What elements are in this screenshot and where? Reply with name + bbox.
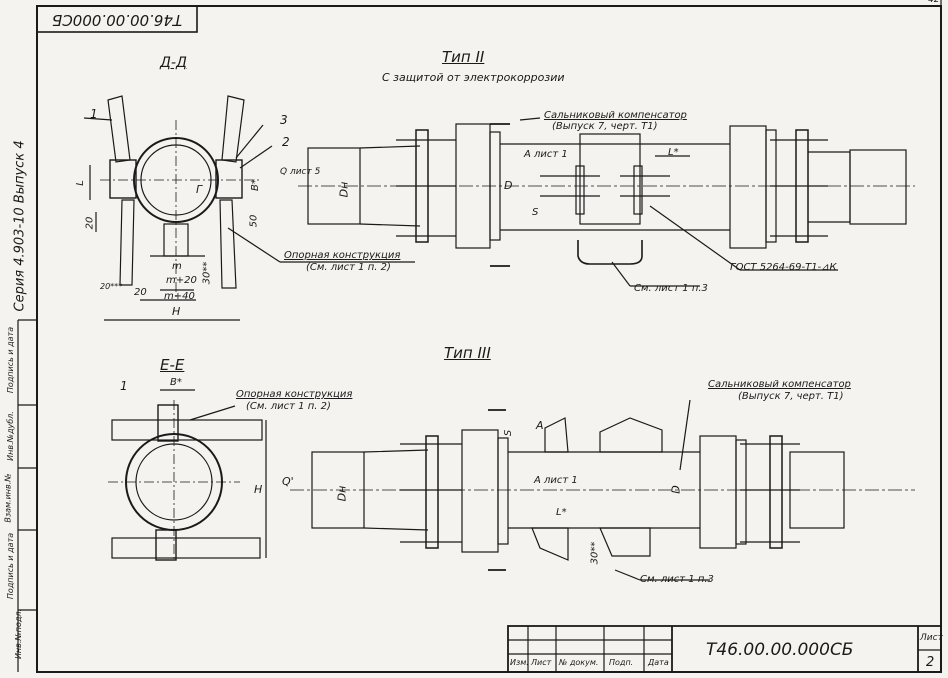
- type-ii-title: Тип II: [442, 48, 485, 66]
- dim-m-40: m+40: [164, 291, 195, 302]
- corner-code: Т46.00.00.000СБ: [52, 11, 183, 29]
- type-iii-title: Тип III: [444, 344, 491, 362]
- gost-label: ГОСТ 5264-69-Т1-⊿К: [730, 262, 837, 273]
- support-ref-top: (См. лист 1 п. 2): [306, 262, 391, 273]
- col-doc: № докум.: [559, 658, 599, 667]
- compensator-ref-bottom: (Выпуск 7, черт. Т1): [738, 391, 844, 402]
- col-date: Дата: [648, 658, 669, 667]
- dim-30-bottom: 30**: [589, 541, 601, 565]
- col-list: Лист: [531, 658, 552, 667]
- page-corner-number: 42: [928, 0, 940, 5]
- compensator-ref-top: (Выпуск 7, черт. Т1): [552, 121, 658, 132]
- support-label-bottom: Опорная конструкция: [236, 389, 353, 400]
- dim-s-top: S: [532, 207, 539, 218]
- sheet-ref-top: См. лист 1 п.3: [634, 283, 708, 294]
- series-label: Серия 4.903-10 Выпуск 4: [12, 140, 28, 312]
- section-dd-label: Д-Д: [160, 55, 187, 71]
- dim-h-top: H: [172, 305, 181, 318]
- side-stamp-5: Подпись и дата: [6, 326, 16, 394]
- drawing-frame: [36, 5, 942, 673]
- callout-1-top: 1: [90, 107, 98, 121]
- callout-q-bottom: Q': [282, 475, 294, 488]
- sheet-number: 2: [926, 655, 935, 670]
- section-ee-label: Е-Е: [160, 356, 185, 374]
- dim-20star-top: 20***: [100, 282, 123, 291]
- compensator-label-top: Сальниковый компенсатор: [544, 110, 687, 121]
- callout-3-top: 3: [280, 113, 288, 127]
- dim-d-bottom: D: [669, 485, 683, 494]
- callout-a-bottom: A: [536, 419, 544, 432]
- dim-b-top: B*: [249, 179, 261, 191]
- callout-1-bottom: 1: [120, 379, 128, 393]
- col-izm: Изм.: [510, 658, 529, 667]
- callout-2-top: 2: [282, 135, 290, 149]
- dim-m-20: m+20: [166, 275, 197, 286]
- section-dd-view: [83, 95, 415, 321]
- a-sheet-top: А лист 1: [524, 149, 568, 160]
- support-ref-bottom: (См. лист 1 п. 2): [246, 401, 331, 412]
- support-label-top: Опорная конструкция: [284, 250, 401, 261]
- corner-code-box: [36, 5, 198, 33]
- col-sign: Подп.: [609, 658, 634, 667]
- dim-30-top: 30**: [201, 261, 213, 285]
- dim-dn-top: Dн: [337, 181, 351, 198]
- section-ee-view: [108, 389, 267, 561]
- dim-20-vert: 20: [84, 216, 96, 230]
- dim-50: 50: [248, 214, 260, 228]
- type-ii-subtitle: С защитой от электрокоррозии: [382, 71, 565, 84]
- a-sheet-bottom: А лист 1: [534, 475, 578, 486]
- dim-m: m: [172, 261, 182, 272]
- title-block-designation: Т46.00.00.000СБ: [706, 640, 854, 660]
- side-stamp-1: Инв.№подл.: [14, 608, 24, 660]
- type-iii-assembly: [290, 399, 915, 581]
- title-block: [507, 625, 942, 673]
- callout-g-top: Г: [196, 183, 203, 196]
- side-stamp-3: Взам.инв.№: [3, 473, 13, 523]
- side-stamp-4: Инв.№дубл.: [5, 411, 15, 461]
- side-stamp-2: Подпись и дата: [6, 532, 16, 600]
- sheet-label: Лист: [920, 633, 943, 643]
- sheet-ref-bottom: См. лист 1 п.3: [640, 574, 714, 585]
- dim-l-top: L: [74, 180, 86, 186]
- dim-dn-bottom: Dн: [335, 485, 349, 502]
- dim-lstar-top: L*: [668, 147, 679, 158]
- q-sheet-top: Q лист 5: [280, 167, 321, 177]
- compensator-label-bottom: Сальниковый компенсатор: [708, 379, 851, 390]
- dim-b-bottom: B*: [170, 377, 182, 388]
- dim-d-top: D: [504, 179, 513, 192]
- type-ii-assembly: [298, 117, 915, 287]
- dim-s-bottom: S: [503, 429, 515, 437]
- dim-lstar-bottom: L*: [556, 507, 567, 518]
- dim-20-horiz: 20: [134, 287, 147, 298]
- dim-h-bottom: H: [254, 483, 263, 496]
